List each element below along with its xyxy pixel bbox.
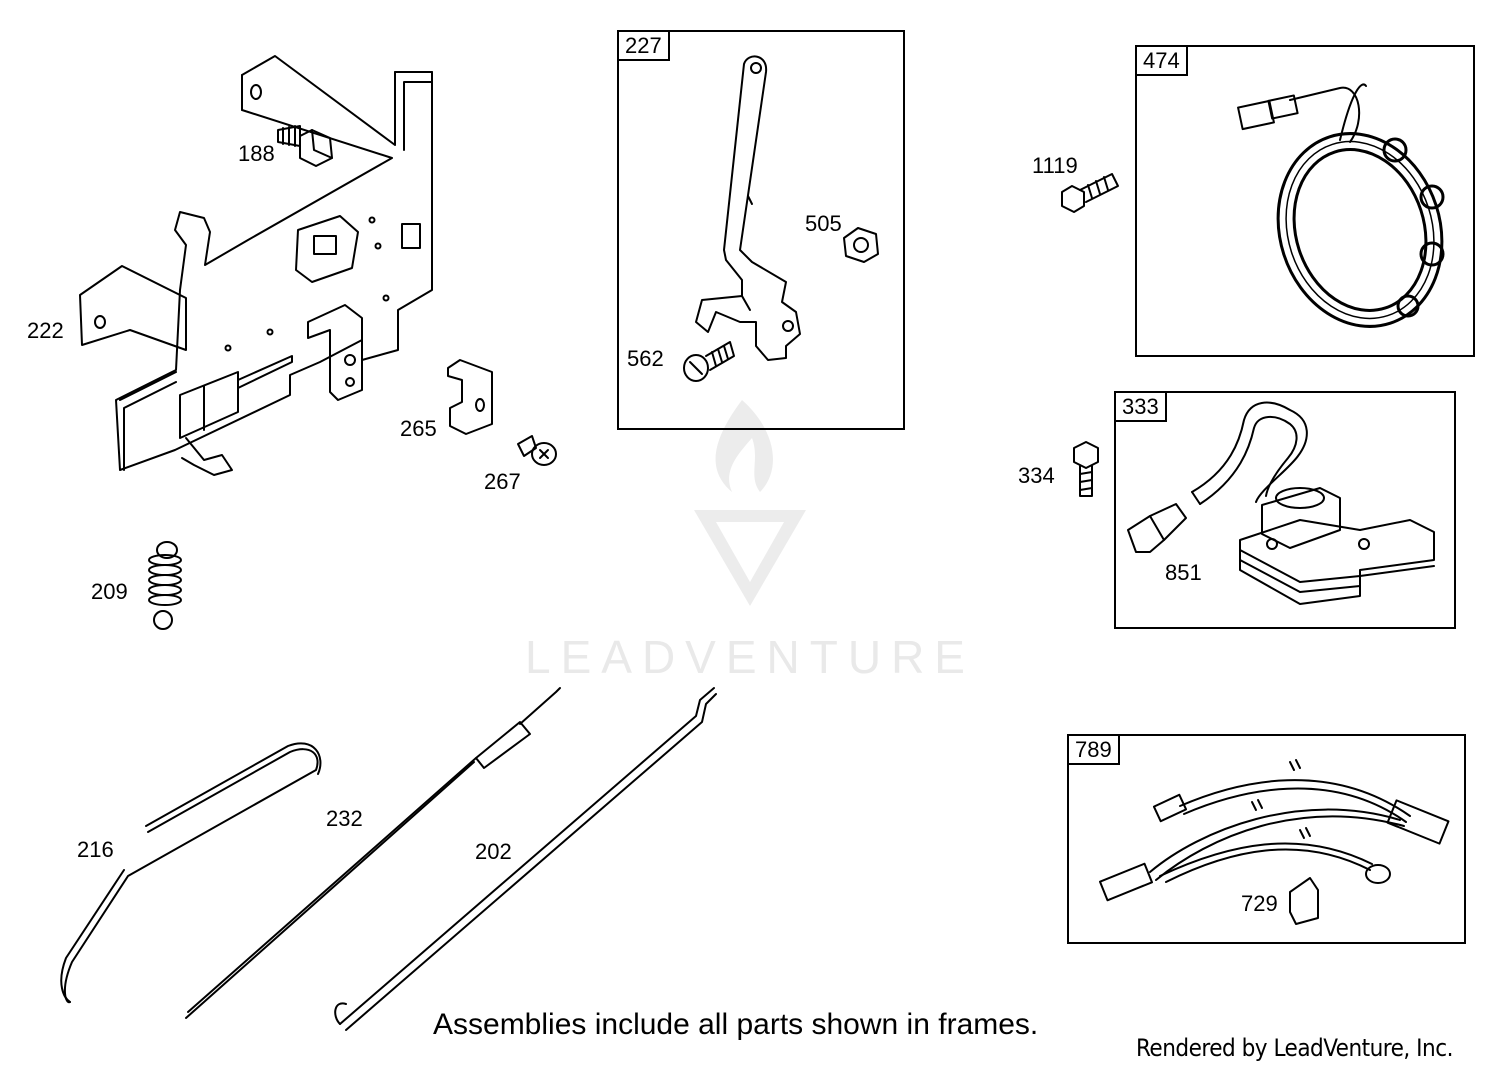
part-label-188[interactable]: 188 <box>238 141 275 166</box>
spring-209-drawing <box>148 541 182 630</box>
cable-232-drawing <box>185 687 561 1019</box>
part-label-232[interactable]: 232 <box>326 806 363 831</box>
frame-333: 333 <box>1114 391 1456 629</box>
part-label-265[interactable]: 265 <box>400 416 437 441</box>
rod-202-drawing <box>334 687 717 1031</box>
part-label-202[interactable]: 202 <box>475 839 512 864</box>
ignition-coil-drawing <box>1127 401 1435 605</box>
bolt-1119-drawing <box>1061 173 1119 213</box>
clip-265-drawing <box>447 359 493 435</box>
frame-789: 789 <box>1067 734 1466 944</box>
watermark-text: LEADVENTURE <box>525 631 975 683</box>
alternator-drawing <box>1237 83 1445 328</box>
render-credit: Rendered by LeadVenture, Inc. <box>1136 1034 1453 1062</box>
part-label-334[interactable]: 334 <box>1018 463 1055 488</box>
part-label-216[interactable]: 216 <box>77 837 114 862</box>
part-label-209[interactable]: 209 <box>91 579 128 604</box>
part-label-562[interactable]: 562 <box>627 346 664 371</box>
part-label-851[interactable]: 851 <box>1165 560 1202 585</box>
part-label-505[interactable]: 505 <box>805 211 842 236</box>
frame-474: 474 <box>1135 45 1475 357</box>
governor-lever-drawing <box>695 55 801 361</box>
part-label-1119[interactable]: 1119 <box>1032 153 1078 178</box>
frame-tag-333: 333 <box>1116 393 1167 422</box>
screw-188-drawing <box>277 125 333 167</box>
screw-267-drawing <box>517 435 557 466</box>
frame-tag-789: 789 <box>1069 736 1120 765</box>
part-label-729[interactable]: 729 <box>1241 891 1278 916</box>
assemblies-note: Assemblies include all parts shown in fr… <box>433 1008 1039 1041</box>
wire-harness-drawing <box>1099 759 1450 925</box>
control-bracket-drawing <box>79 55 433 476</box>
frame-tag-227: 227 <box>619 32 670 61</box>
nut-505-drawing <box>843 227 879 263</box>
screw-334-drawing <box>1073 441 1099 497</box>
link-rod-216-drawing <box>60 742 322 1004</box>
part-label-222[interactable]: 222 <box>27 318 64 343</box>
screw-562-drawing <box>683 341 735 382</box>
part-label-267[interactable]: 267 <box>484 469 521 494</box>
frame-tag-474: 474 <box>1137 47 1188 76</box>
frame-227: 227 <box>617 30 905 430</box>
